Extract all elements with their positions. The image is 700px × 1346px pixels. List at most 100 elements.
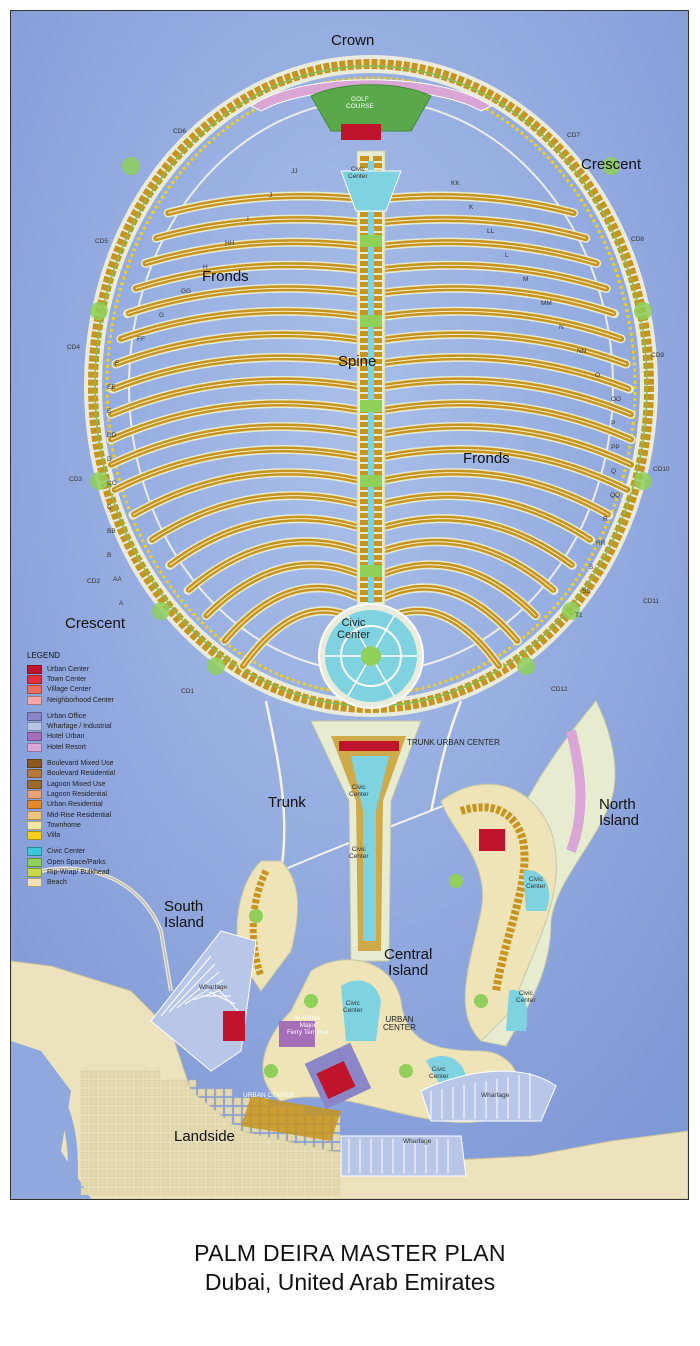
- city-block: [125, 1097, 134, 1106]
- city-block: [323, 1142, 332, 1151]
- city-grid: [80, 1070, 341, 1196]
- city-block: [143, 1169, 152, 1178]
- crown-civic-lagoon: [340, 170, 402, 212]
- city-block: [152, 1160, 161, 1169]
- spine-block: [360, 429, 369, 434]
- spine-block: [360, 562, 369, 567]
- city-block: [197, 1124, 206, 1133]
- city-block: [251, 1133, 260, 1142]
- city-block: [260, 1178, 269, 1187]
- city-block: [287, 1151, 296, 1160]
- city-block: [80, 1115, 89, 1124]
- frond-road: [380, 241, 597, 264]
- spine-block: [360, 471, 369, 476]
- island-park: [399, 1064, 413, 1078]
- city-block: [188, 1097, 197, 1106]
- city-block: [233, 1106, 242, 1115]
- city-block: [269, 1187, 278, 1196]
- city-block: [80, 1178, 89, 1187]
- spine-block: [360, 394, 369, 399]
- city-block: [215, 1124, 224, 1133]
- city-block: [89, 1142, 98, 1151]
- city-block: [305, 1160, 314, 1169]
- spine-block: [373, 597, 382, 602]
- city-block: [188, 1169, 197, 1178]
- golf-course: [310, 84, 432, 132]
- city-block: [215, 1187, 224, 1196]
- city-block: [161, 1178, 170, 1187]
- label-central-island: Central Island: [384, 946, 433, 979]
- spine-block: [373, 331, 382, 336]
- city-block: [278, 1133, 287, 1142]
- spine-block: [360, 555, 369, 560]
- spine-block: [373, 520, 382, 525]
- spine-block: [373, 464, 382, 469]
- city-block: [170, 1079, 179, 1088]
- city-block: [134, 1115, 143, 1124]
- label-marina-ferry-terminal: MARINA Major Ferry Terminal: [287, 1015, 329, 1036]
- city-block: [206, 1133, 215, 1142]
- caption: PALM DEIRA MASTER PLAN Dubai, United Ara…: [0, 1240, 700, 1296]
- city-block: [188, 1124, 197, 1133]
- frond-tag: KK: [451, 180, 460, 187]
- city-block: [125, 1142, 134, 1151]
- label-north-island: North Island: [599, 796, 640, 829]
- city-block: [107, 1115, 116, 1124]
- spine-block: [373, 310, 382, 315]
- frond-tag: OO: [611, 396, 622, 403]
- city-block: [143, 1187, 152, 1196]
- city-block: [224, 1115, 233, 1124]
- city-block: [242, 1133, 251, 1142]
- city-block: [323, 1169, 332, 1178]
- city-block: [143, 1097, 152, 1106]
- wharfage-east-area: [420, 1070, 557, 1122]
- island-park: [449, 874, 463, 888]
- city-block: [251, 1187, 260, 1196]
- city-block: [125, 1070, 134, 1079]
- spine-block: [373, 282, 382, 287]
- legend-label: Rip-Wrap/ Bulkhead: [47, 868, 110, 876]
- spine-park: [360, 315, 382, 327]
- legend-item: Urban Center: [27, 664, 157, 674]
- city-block: [251, 1142, 260, 1151]
- legend-label: Open Space/Parks: [47, 858, 106, 866]
- frond-road: [205, 564, 362, 617]
- legend-label: Lagoon Residential: [47, 790, 107, 798]
- frond-road: [151, 495, 362, 541]
- city-block: [143, 1160, 152, 1169]
- city-block: [242, 1169, 251, 1178]
- city-block: [206, 1142, 215, 1151]
- caption-subtitle: Dubai, United Arab Emirates: [204, 1269, 496, 1295]
- city-block: [152, 1178, 161, 1187]
- city-block: [107, 1070, 116, 1079]
- frond-tag: CD6: [173, 128, 187, 135]
- crescent-buildings: [88, 59, 654, 713]
- spine-block: [373, 548, 382, 553]
- city-block: [296, 1169, 305, 1178]
- spine-block: [373, 555, 382, 560]
- city-block: [215, 1178, 224, 1187]
- legend-swatch: [27, 664, 42, 674]
- city-block: [80, 1187, 89, 1196]
- spine-park: [360, 475, 382, 487]
- city-block: [197, 1133, 206, 1142]
- frond-tag: HH: [225, 240, 235, 247]
- city-block: [170, 1142, 179, 1151]
- frond-tag: LL: [487, 228, 495, 235]
- legend-title: LEGEND: [27, 651, 60, 660]
- trunk-lagoon: [351, 756, 389, 941]
- city-block: [314, 1142, 323, 1151]
- wharf-pier: [192, 987, 228, 1001]
- frond-tag: CC: [107, 480, 117, 487]
- city-block: [134, 1133, 143, 1142]
- city-block: [80, 1160, 89, 1169]
- city-block: [242, 1160, 251, 1169]
- spine-block: [373, 261, 382, 266]
- spine-block: [373, 485, 382, 490]
- wharf-pier: [184, 979, 224, 1005]
- city-block: [269, 1142, 278, 1151]
- city-block: [314, 1160, 323, 1169]
- frond-tag: D: [107, 456, 112, 463]
- civic-spoke: [375, 615, 395, 648]
